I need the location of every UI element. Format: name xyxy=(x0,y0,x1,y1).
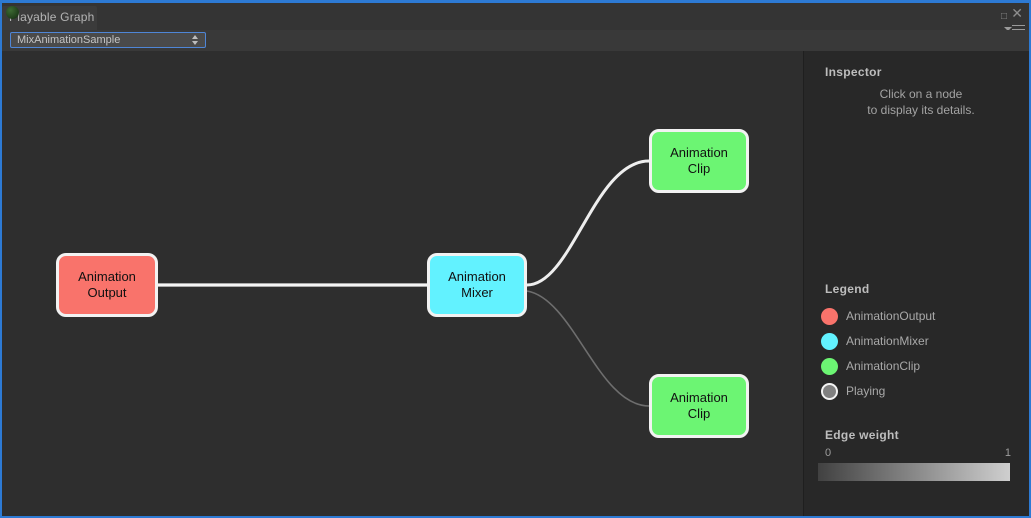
edge-weight-gradient-bar xyxy=(818,463,1010,481)
edge-weight-max-label: 1 xyxy=(1004,447,1011,459)
tab-playable-graph[interactable]: Playable Graph xyxy=(2,6,97,30)
legend-item: AnimationMixer xyxy=(821,331,1021,356)
legend-item: Playing xyxy=(821,381,1021,406)
maximize-icon[interactable]: □ xyxy=(1000,11,1007,22)
updown-arrows-icon xyxy=(192,35,199,45)
graph-node-label: Animation Output xyxy=(78,269,136,300)
inspector-hint-text: Click on a node to display its details. xyxy=(867,87,975,117)
legend-item-label: AnimationMixer xyxy=(846,334,929,348)
legend-swatch-icon xyxy=(821,383,838,400)
graph-edge[interactable] xyxy=(526,290,650,407)
inspector-title: Inspector xyxy=(825,65,882,79)
legend-swatch-icon xyxy=(821,358,838,375)
graph-node-animation-clip-bottom[interactable]: Animation Clip xyxy=(649,374,749,438)
legend-item-label: AnimationOutput xyxy=(846,309,936,323)
graph-node-animation-output[interactable]: Animation Output xyxy=(56,253,158,317)
graph-node-animation-mixer[interactable]: Animation Mixer xyxy=(427,253,527,317)
edge-weight-title: Edge weight xyxy=(825,428,899,442)
graph-node-label: Animation Mixer xyxy=(448,269,506,300)
toolbar: MixAnimationSample xyxy=(2,30,1029,52)
legend-item: AnimationClip xyxy=(821,356,1021,381)
legend-item: AnimationOutput xyxy=(821,306,1021,331)
graph-selector-value: MixAnimationSample xyxy=(17,34,121,46)
graph-node-label: Animation Clip xyxy=(670,390,728,421)
graph-node-animation-clip-top[interactable]: Animation Clip xyxy=(649,129,749,193)
graph-node-label: Animation Clip xyxy=(670,145,728,176)
sidebar-panel: Inspector Click on a node to display its… xyxy=(803,51,1029,516)
tab-playable-graph-label: Playable Graph xyxy=(9,10,95,24)
edge-weight-scale: 0 1 xyxy=(825,447,1011,461)
graph-selector-dropdown[interactable]: MixAnimationSample xyxy=(10,32,206,48)
green-dot-icon xyxy=(6,6,19,19)
legend-swatch-icon xyxy=(821,333,838,350)
tab-strip: Playable Graph □ ✕ xyxy=(2,3,1029,34)
legend-item-label: Playing xyxy=(846,384,886,398)
legend-item-label: AnimationClip xyxy=(846,359,921,373)
edge-weight-min-label: 0 xyxy=(825,447,832,459)
legend-title: Legend xyxy=(825,282,870,296)
close-icon[interactable]: ✕ xyxy=(1011,5,1023,21)
legend-swatch-icon xyxy=(821,308,838,325)
chevron-down-icon xyxy=(1004,27,1012,31)
graph-edges xyxy=(156,159,651,407)
graph-edge[interactable] xyxy=(525,159,651,287)
